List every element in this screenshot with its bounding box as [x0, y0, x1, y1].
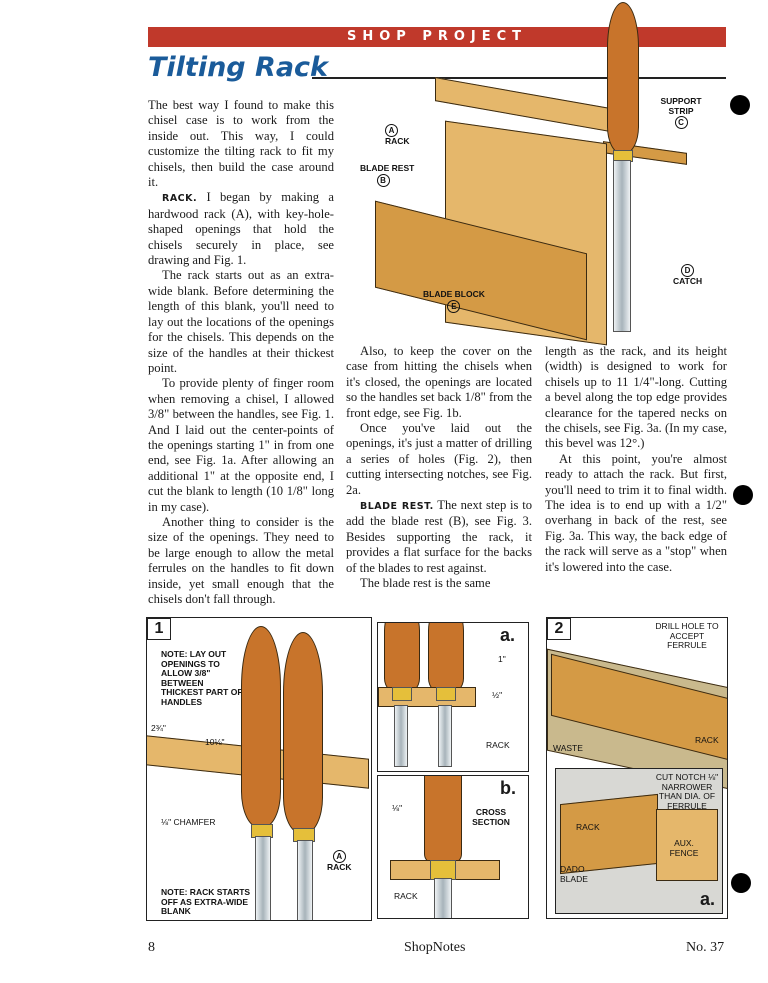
- paragraph: To provide plenty of finger room when re…: [148, 376, 334, 514]
- chisel-ferrule: [392, 687, 412, 701]
- chisel-blade: [613, 160, 631, 332]
- blade-rest-label: BLADE REST B: [360, 163, 415, 187]
- rack-label: RACK: [486, 740, 510, 750]
- figure-letter: a.: [500, 625, 516, 645]
- chisel-blade: [255, 836, 271, 920]
- chisel-ferrule: [436, 687, 456, 701]
- dimension-thickness: ½": [492, 690, 503, 700]
- run-in-head: BLADE REST.: [360, 501, 434, 513]
- waste-label: WASTE: [553, 743, 583, 753]
- cross-section-title: CROSS SECTION: [472, 807, 510, 827]
- chisel-handle: [283, 632, 323, 834]
- paragraph: BLADE REST. The next step is to add the …: [346, 498, 533, 575]
- chisel-blade: [438, 705, 452, 767]
- issue-number: No. 37: [686, 940, 725, 955]
- figure-number: 2: [547, 618, 571, 640]
- figure-number: 1: [147, 618, 171, 640]
- rack-on-saw: [560, 793, 658, 875]
- paragraph: length as the rack, and its height (widt…: [545, 344, 727, 451]
- chisel-handle: [607, 2, 639, 154]
- dimension-width: 2¾": [151, 723, 166, 733]
- binder-hole-middle: [733, 485, 753, 505]
- title-rule: [312, 77, 726, 79]
- paragraph: The blade rest is the same: [360, 576, 491, 591]
- chisel-blade: [434, 878, 452, 918]
- text-column-3: length as the rack, and its height (widt…: [545, 344, 727, 575]
- run-in-head: RACK.: [162, 193, 198, 205]
- aux-fence: [656, 809, 718, 881]
- blank-note: NOTE: RACK STARTS OFF AS EXTRA-WIDE BLAN…: [161, 887, 251, 916]
- chisel-handle: [384, 623, 420, 695]
- layout-note: NOTE: LAY OUT OPENINGS TO ALLOW 3/8" BET…: [161, 649, 243, 707]
- paragraph: Also, to keep the cover on the case from…: [346, 344, 532, 420]
- figure-1b: b. ⅛" CROSS SECTION RACK: [377, 775, 529, 919]
- rack-label: RACK: [576, 822, 600, 832]
- figure-1a: a. 1" ½" RACK: [377, 622, 529, 772]
- paragraph: The best way I found to make this chisel…: [148, 98, 334, 190]
- figure-1: 1 NOTE: LAY OUT OPENINGS TO ALLOW 3/8" B…: [146, 617, 372, 921]
- paragraph: Once you've laid out the openings, it's …: [346, 421, 532, 497]
- binder-hole-bottom: [731, 873, 751, 893]
- setback-dimension: ⅛": [392, 803, 403, 813]
- drill-label: DRILL HOLE TO ACCEPT FERRULE: [655, 621, 719, 650]
- article-title: Tilting Rack: [148, 52, 329, 83]
- chisel-blade: [394, 705, 408, 767]
- chisel-handle: [241, 626, 281, 828]
- paragraph: The rack starts out as an extra-wide bla…: [148, 268, 334, 375]
- binder-hole-top: [730, 95, 750, 115]
- figure-2a: CUT NOTCH ⅛" NARROWER THAN DIA. OF FERRU…: [555, 768, 723, 914]
- section-banner: SHOP PROJECT: [148, 27, 726, 47]
- chisel-handle: [424, 776, 462, 864]
- dimension-offset: 1": [498, 654, 506, 664]
- dimension-length: 10⅛": [205, 737, 225, 747]
- figure-letter: b.: [500, 778, 516, 798]
- paragraph: At this point, you're almost ready to at…: [545, 451, 727, 574]
- rack-label: RACK: [695, 735, 719, 745]
- aux-fence-label: AUX. FENCE: [669, 838, 699, 858]
- figure-2: 2 DRILL HOLE TO ACCEPT FERRULE WASTE RAC…: [546, 617, 728, 919]
- figure-letter: a.: [700, 889, 716, 909]
- chamfer-label: ⅛" CHAMFER: [161, 817, 216, 827]
- chisel-blade: [297, 840, 313, 920]
- notch-label: CUT NOTCH ⅛" NARROWER THAN DIA. OF FERRU…: [655, 772, 719, 811]
- text-column-2: Also, to keep the cover on the case from…: [346, 344, 532, 592]
- paragraph: RACK. I began by making a hardwood rack …: [148, 190, 334, 268]
- paragraph: Another thing to consider is the size of…: [148, 514, 334, 606]
- magazine-name: ShopNotes: [404, 940, 466, 955]
- page-number: 8: [148, 940, 155, 955]
- chisel-ferrule: [430, 860, 456, 880]
- rack-label: RACK: [394, 891, 418, 901]
- chisel-handle: [428, 623, 464, 695]
- dado-blade-label: DADO BLADE: [560, 864, 588, 884]
- text-column-1: The best way I found to make this chisel…: [148, 98, 334, 607]
